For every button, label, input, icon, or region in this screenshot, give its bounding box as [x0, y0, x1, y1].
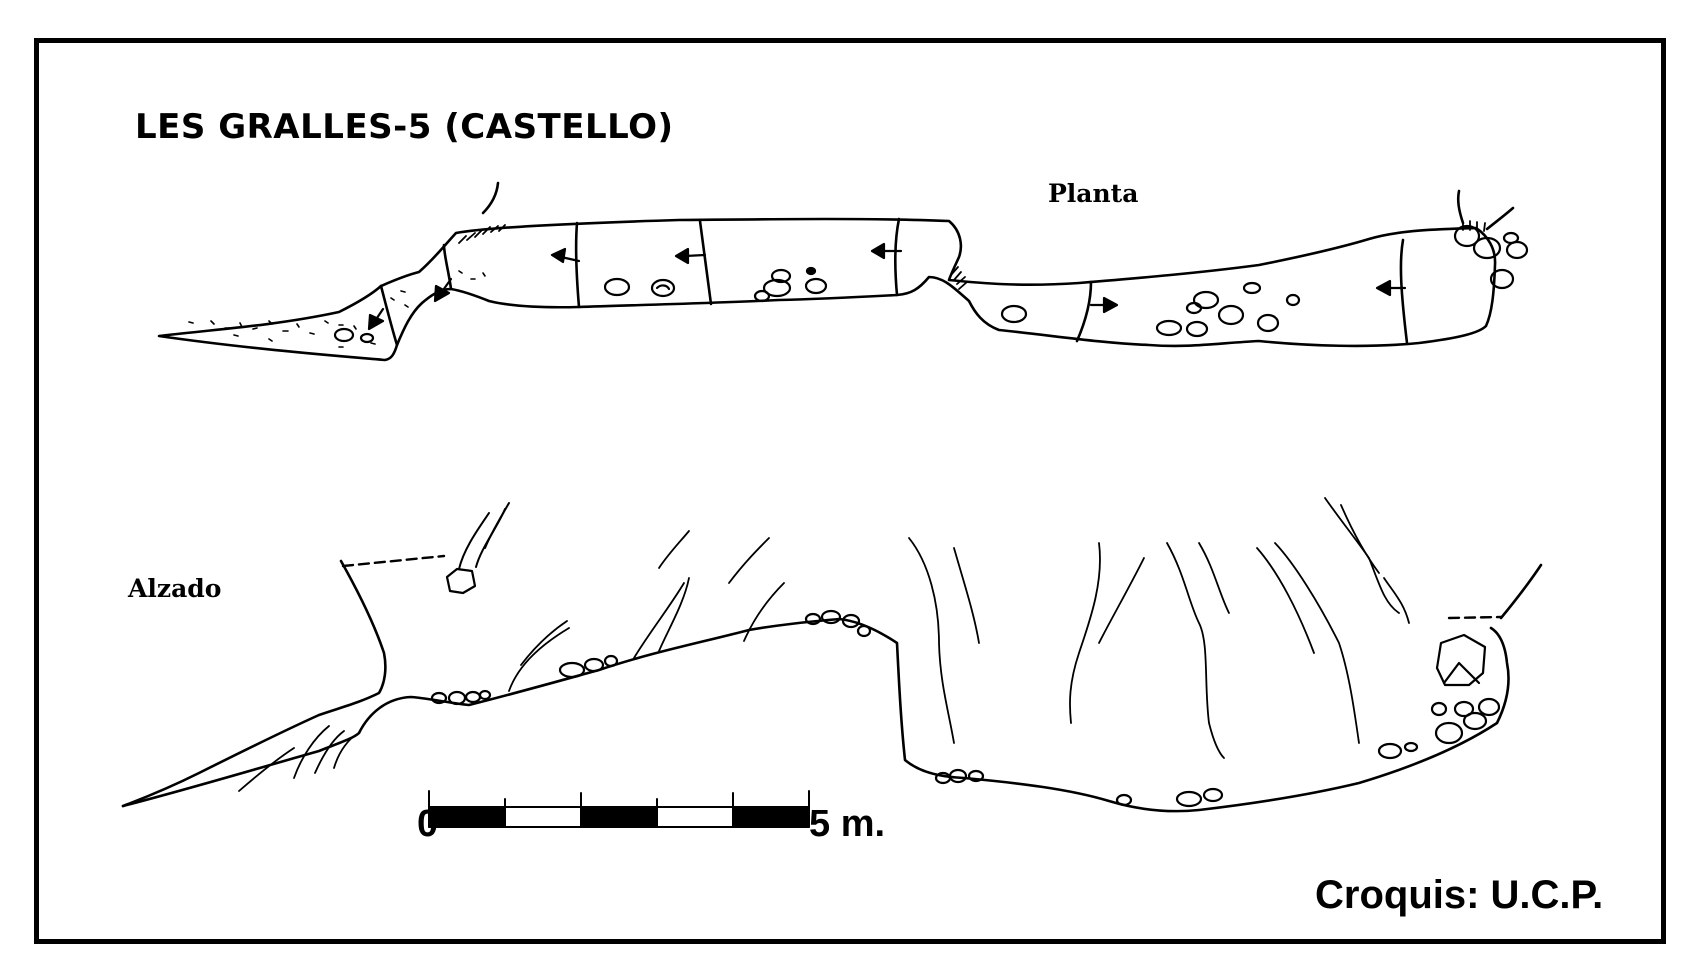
survey-credit: Croquis: U.C.P. [1315, 873, 1604, 917]
elevation-view-label: Alzado [128, 574, 222, 603]
slope-arrow [1375, 279, 1407, 297]
entrance-line [1456, 189, 1465, 225]
scale-segment-white [504, 806, 582, 828]
elevation-boulders [430, 609, 1501, 808]
slope-arrow [870, 242, 903, 260]
scale-segment-white [656, 806, 734, 828]
slope-arrow [367, 307, 385, 331]
plan-divider [1399, 238, 1409, 345]
cave-survey-drawing [121, 181, 1543, 828]
plan-view-label: Planta [1048, 179, 1139, 208]
slope-arrow [550, 247, 581, 264]
slope-arrow [674, 247, 707, 265]
plan-divider [379, 284, 399, 347]
entrance-line [1485, 206, 1515, 231]
plan-divider [698, 219, 713, 306]
plan-divider [574, 221, 581, 309]
plan-boulders [333, 224, 1529, 344]
slope-arrow [433, 277, 453, 303]
scale-ticks [428, 790, 810, 828]
scale-end-label: 5 m. [809, 803, 886, 845]
water-level-dashed [1447, 615, 1503, 620]
elevation-view [121, 497, 1543, 813]
map-frame: LES GRALLES-5 (CASTELLO) Planta Alzado 0… [34, 38, 1666, 944]
elevation-roof-line [1499, 563, 1543, 620]
entrance-hachure [458, 224, 506, 244]
plan-divider [1075, 280, 1093, 343]
scale-segment-black [732, 806, 810, 828]
suspended-block [445, 567, 477, 595]
elevation-wall-strokes [238, 497, 1410, 792]
scale-segment-black [428, 806, 506, 828]
scale-segment-black [580, 806, 658, 828]
plan-divider [442, 243, 453, 291]
fissure-line [458, 512, 490, 570]
scale-bar [428, 790, 810, 828]
elevation-floor-line [121, 617, 1510, 813]
plan-sediment [188, 270, 486, 348]
plan-outline [157, 217, 1497, 362]
plan-divider [894, 217, 901, 297]
map-title: LES GRALLES-5 (CASTELLO) [135, 107, 674, 147]
fissure-line [484, 502, 510, 549]
water-level-dashed [341, 554, 446, 568]
plan-view [157, 181, 1529, 362]
entrance-hachure [950, 266, 968, 290]
elevation-roof-line [121, 559, 387, 808]
entrance-line [481, 181, 500, 215]
slope-arrow [1089, 296, 1119, 314]
